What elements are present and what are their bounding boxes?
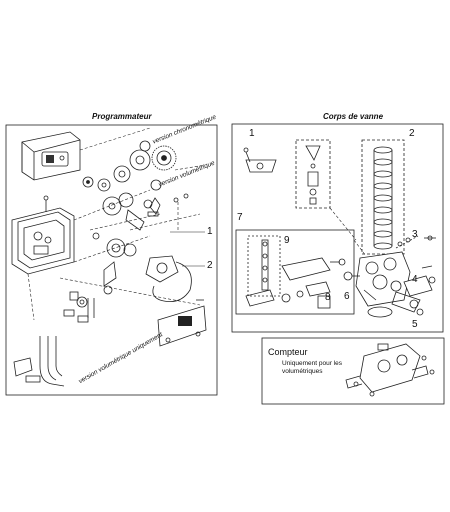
valve-body-panel-frame (231, 123, 444, 333)
meter-panel-frame (261, 337, 445, 405)
valve-callout-3: 3 (412, 229, 418, 240)
valve-body-panel-title: Corps de vanne (323, 112, 384, 121)
programmer-housing (11, 195, 75, 275)
valve-callout-8: 8 (325, 292, 331, 303)
programmer-callout-1: 1 (207, 226, 213, 237)
valve-callout-7: 7 (237, 212, 243, 223)
valve-callout-6: 6 (344, 291, 350, 302)
programmer-motor (92, 232, 192, 303)
programmer-callout-leaders (170, 231, 205, 267)
valve-callout-4: 4 (412, 274, 418, 285)
programmer-back-plate (157, 299, 207, 347)
valve-items-4-5-adapters (391, 265, 436, 316)
valve-callout-5: 5 (412, 319, 418, 330)
valve-callout-2: 2 (409, 128, 415, 139)
valve-item-7-box (235, 229, 355, 315)
programmer-cover (21, 131, 81, 181)
valve-item-1-parts (243, 139, 331, 209)
programmer-wiring (13, 291, 95, 387)
valve-callout-9: 9 (284, 235, 290, 246)
programmer-leader-lines (27, 127, 206, 321)
meter-panel-subtitle: Uniquement pour les volumétriques (282, 360, 342, 376)
meter-panel-title: Compteur (268, 347, 308, 357)
programmer-callout-2: 2 (207, 260, 213, 271)
valve-item-2-piston-stack (361, 139, 405, 255)
programmer-gears (82, 140, 189, 231)
programmer-panel-frame (5, 124, 218, 396)
programmer-panel-title: Programmateur (92, 112, 152, 121)
meter-assembly (345, 343, 435, 397)
valve-callout-1: 1 (249, 128, 255, 139)
valve-leader-lines (329, 207, 367, 257)
